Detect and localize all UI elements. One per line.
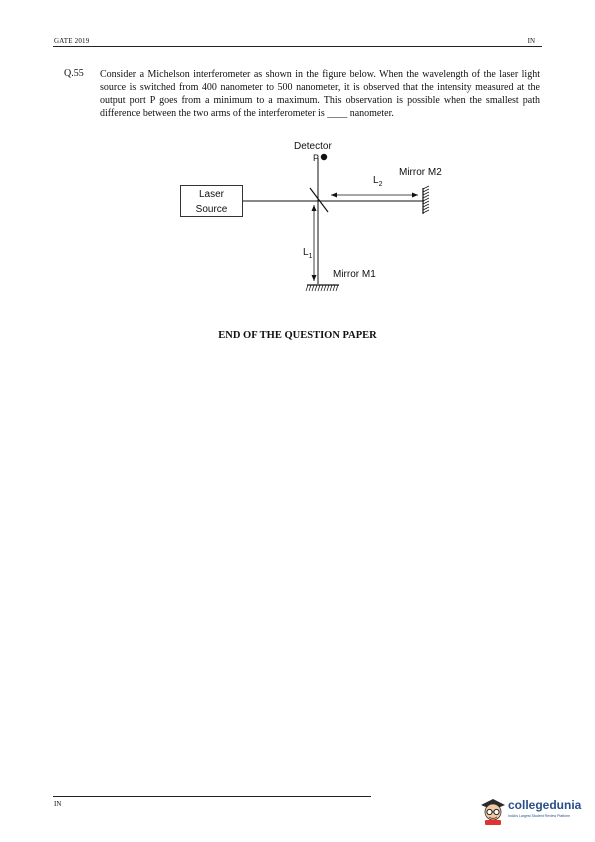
question-text: Consider a Michelson interferometer as s… (100, 69, 540, 119)
logo-tagline: India's Largest Student Review Platform (508, 814, 571, 818)
l2-letter: L (373, 175, 379, 186)
mirror-m1-hatch (305, 284, 339, 292)
l1-letter: L (303, 247, 309, 258)
laser-label-line2: Source (195, 204, 228, 215)
footer-divider (53, 796, 371, 797)
mirror-m1-label: Mirror M1 (333, 269, 376, 280)
detector-label: Detector (294, 141, 332, 152)
l2-arrowhead-left (331, 192, 337, 198)
question-number: Q.55 (64, 68, 84, 79)
end-of-paper-text: END OF THE QUESTION PAPER (218, 330, 377, 341)
l1-arrowhead-bottom (311, 275, 317, 281)
header-exam-name: GATE 2019 (54, 37, 90, 45)
mirror-m2-hatch (422, 185, 430, 214)
header-divider (53, 46, 542, 47)
mascot-logo-icon (481, 799, 505, 825)
header-paper-code: IN (527, 37, 535, 45)
logo-wordmark: collegedunia (508, 798, 582, 812)
beam-splitter (309, 187, 329, 213)
detector-dot (320, 153, 328, 161)
port-p-label: P (313, 153, 320, 163)
footer-paper-code: IN (54, 800, 62, 808)
l2-arrowhead-right (412, 192, 418, 198)
l1-arrowhead-top (311, 205, 317, 211)
l1-label: L1 (303, 247, 312, 260)
laser-source-box: Laser Source (180, 185, 243, 217)
l1-subscript: 1 (308, 253, 313, 260)
l2-subscript: 2 (378, 181, 383, 188)
mirror-m2-label: Mirror M2 (399, 167, 442, 178)
l2-label: L2 (373, 175, 382, 188)
laser-label-line1: Laser (198, 189, 224, 200)
